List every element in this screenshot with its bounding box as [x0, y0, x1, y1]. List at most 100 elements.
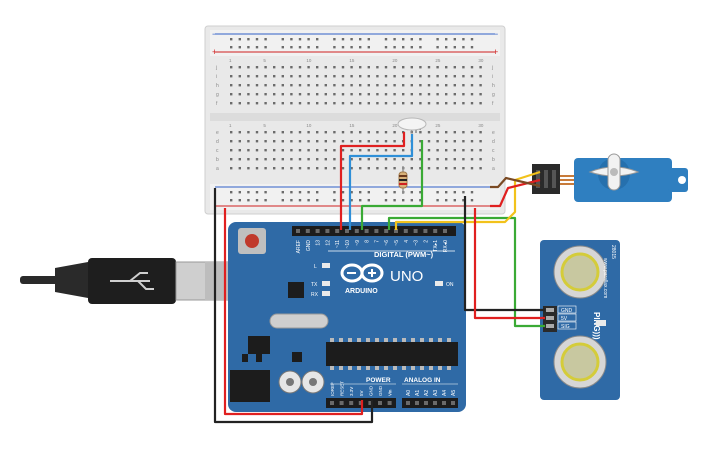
digital-pin-label: AREF: [296, 240, 302, 253]
model-label: UNO: [390, 268, 423, 285]
power-pin-label: 5V: [359, 390, 364, 396]
column-number: 25: [435, 123, 441, 128]
resistor[interactable]: [398, 166, 408, 194]
power-pin-label: Vin: [388, 389, 393, 396]
column-number: 30: [478, 123, 484, 128]
wire-black-gnd[interactable]: [213, 188, 374, 424]
wire-red-servo[interactable]: [490, 178, 541, 208]
row-letter: a: [492, 166, 495, 172]
column-number: 30: [478, 58, 484, 63]
row-letter: h: [216, 83, 219, 89]
column-number: 20: [392, 58, 398, 63]
digital-pin-label: ~3: [414, 240, 420, 246]
power-pin-label: RESET: [340, 381, 345, 396]
analog-pin-label: A5: [451, 390, 457, 396]
row-letter: c: [492, 148, 495, 154]
digital-pin-label: ~10: [345, 240, 351, 249]
column-number: 15: [349, 58, 355, 63]
wire-red-led[interactable]: [339, 132, 406, 230]
row-letter: i: [492, 74, 493, 80]
power-pin-label: GND: [368, 385, 373, 396]
wire-yellow-servo[interactable]: [394, 170, 541, 230]
wire-red-5v[interactable]: [223, 208, 364, 416]
digital-pin-label: ~9: [355, 240, 361, 246]
wire-green-led[interactable]: [360, 140, 424, 230]
ping-brand-text: www.parallax.com: [602, 258, 608, 298]
rail-plus-label: +: [212, 47, 217, 57]
wire-black-ping[interactable]: [463, 196, 545, 312]
rail-minus-label: −: [212, 29, 217, 39]
row-letter: b: [216, 157, 219, 163]
analog-pin-label: A1: [415, 390, 421, 396]
on-led-label: ON: [446, 282, 454, 288]
row-letter: j: [215, 65, 217, 71]
digital-pin-label: GND: [306, 240, 312, 252]
column-number: 5: [263, 58, 266, 63]
ping-pin-label: 5V: [561, 316, 568, 322]
row-letter: f: [216, 101, 218, 107]
digital-pin-label: 7: [374, 240, 380, 243]
wire-blue-led[interactable]: [348, 134, 414, 230]
row-letter: e: [216, 130, 219, 136]
usb-cable: [20, 258, 229, 304]
led-rx-label: RX: [311, 292, 319, 298]
row-letter: j: [491, 65, 493, 71]
column-number: 5: [263, 123, 266, 128]
row-letter: c: [216, 148, 219, 154]
arduino-logo-icon: [340, 263, 384, 283]
analog-section-label: ANALOG IN: [404, 377, 441, 384]
analog-pin-label: A4: [442, 390, 448, 396]
analog-header: [402, 398, 458, 408]
digital-pin-label: 12: [325, 240, 331, 246]
wire-black-servo[interactable]: [490, 176, 541, 189]
digital-pin-label: TX▸1: [433, 240, 439, 252]
digital-pin-label: 13: [316, 240, 322, 246]
ping-pin-label: GND: [561, 308, 573, 314]
column-number: 1: [229, 123, 232, 128]
microcontroller-chip: [326, 342, 458, 366]
rail-plus-label-right: +: [493, 47, 498, 57]
column-number: 15: [349, 123, 355, 128]
brand-label: ARDUINO: [345, 288, 378, 295]
row-letter: f: [492, 101, 494, 107]
led-tx-label: TX: [311, 282, 318, 288]
column-number: 10: [306, 58, 312, 63]
digital-pin-label: ~6: [384, 240, 390, 246]
row-letter: d: [492, 139, 495, 145]
digital-pin-label: 4: [404, 240, 410, 243]
rail-minus-label-right: −: [493, 29, 498, 39]
digital-pin-label: ~11: [335, 240, 341, 248]
power-jack: [230, 370, 270, 402]
column-number: 20: [392, 123, 398, 128]
analog-pin-label: A0: [406, 390, 412, 396]
wire-green-sig[interactable]: [387, 216, 545, 328]
column-number: 1: [229, 58, 232, 63]
ping-side-text: 28015: [610, 245, 616, 259]
servo-motor[interactable]: [532, 153, 688, 202]
power-pin-label: GND: [378, 385, 383, 396]
row-letter: h: [492, 83, 495, 89]
analog-pin-label: A2: [424, 390, 430, 396]
wires: [213, 132, 545, 424]
row-letter: b: [492, 157, 495, 163]
rgb-led[interactable]: [397, 117, 427, 134]
row-letter: i: [216, 74, 217, 80]
ping-pin-label: SIG: [561, 324, 570, 330]
digital-pin-label: ~5: [394, 240, 400, 246]
analog-pin-label: A3: [433, 390, 439, 396]
row-letter: g: [492, 92, 495, 98]
digital-header: [292, 226, 456, 236]
power-section-label: POWER: [366, 377, 391, 384]
power-pin-label: 3.3V: [349, 387, 354, 396]
power-pin-label: IOREF: [330, 382, 335, 396]
digital-pin-label: RX◂0: [443, 240, 449, 252]
row-letter: e: [492, 130, 495, 136]
usb-symbol-icon: [110, 272, 154, 290]
wire-red-ping[interactable]: [473, 208, 545, 320]
row-letter: g: [216, 92, 219, 98]
led-l-label: L: [314, 264, 317, 270]
